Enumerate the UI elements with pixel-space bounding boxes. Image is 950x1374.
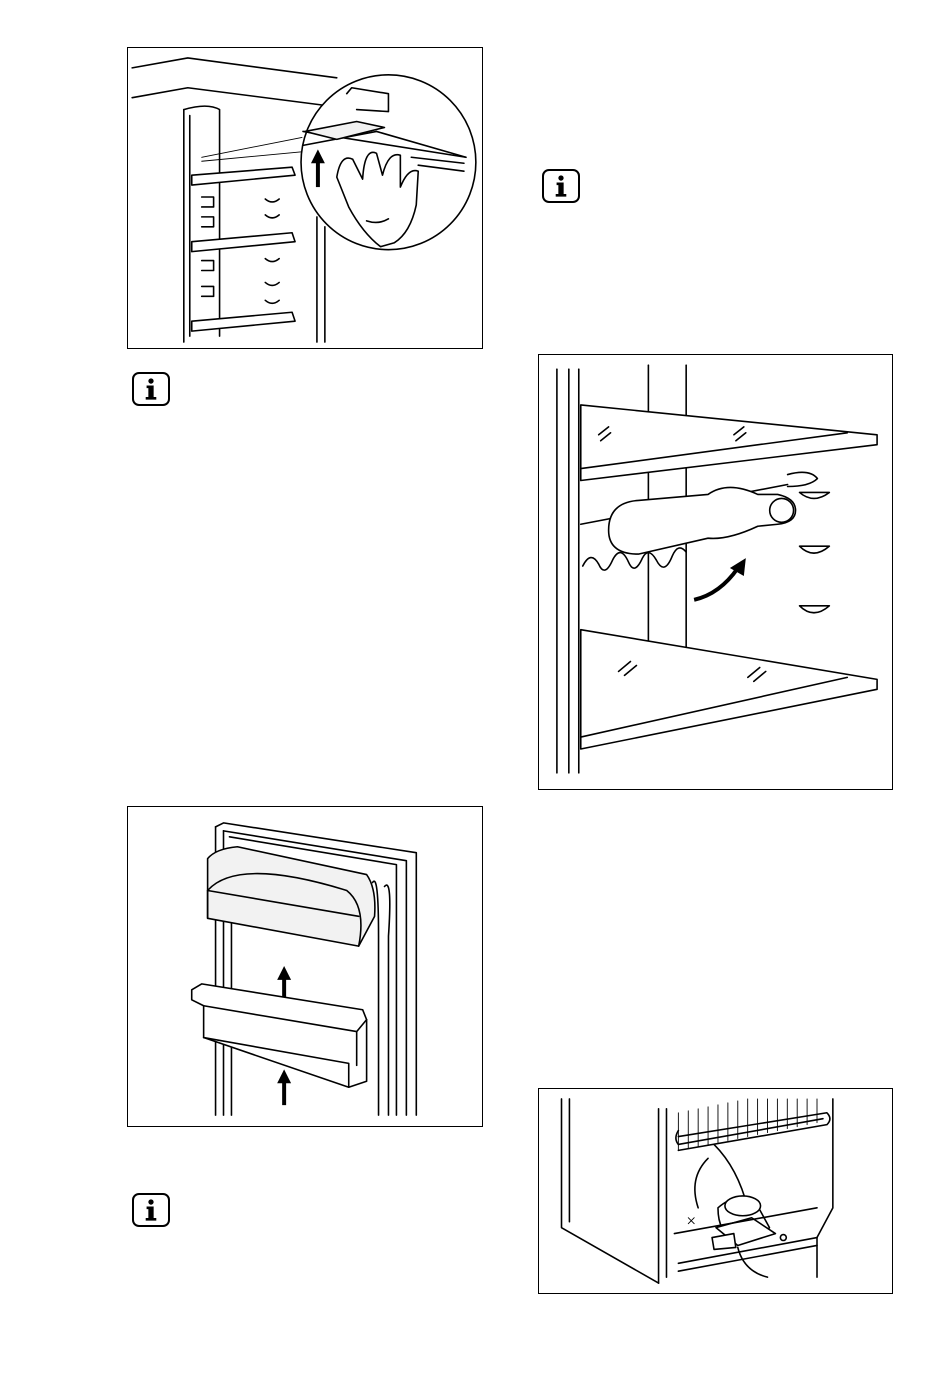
refrigerator-shelf-lift-illustration xyxy=(128,48,482,348)
info-icon xyxy=(542,169,580,203)
info-icon xyxy=(132,1193,170,1227)
figure-shelf-removal xyxy=(127,47,483,349)
refrigerator-rear-compressor-illustration xyxy=(539,1089,892,1293)
info-icon xyxy=(132,372,170,406)
info-glyph xyxy=(134,1195,168,1225)
figure-rear-compressor xyxy=(538,1088,893,1294)
figure-door-shelves xyxy=(127,806,483,1127)
refrigerator-door-balcony-illustration xyxy=(128,807,482,1126)
bottle-rack-illustration xyxy=(539,355,892,789)
figure-bottle-rack xyxy=(538,354,893,790)
info-glyph xyxy=(544,171,578,201)
info-glyph xyxy=(134,374,168,404)
